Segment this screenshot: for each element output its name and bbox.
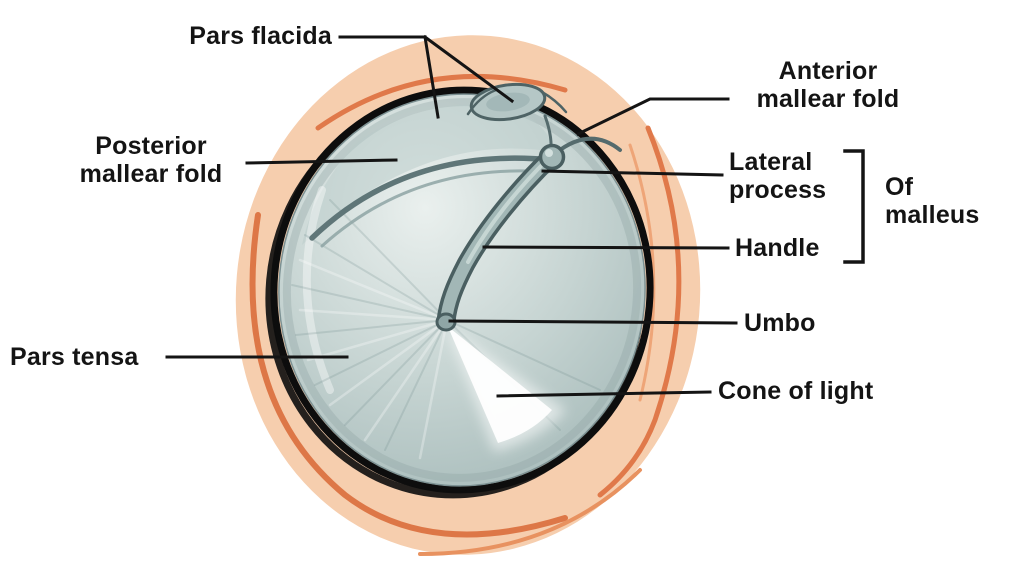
label-handle: Handle	[735, 234, 820, 262]
leader-umbo	[448, 319, 738, 325]
pars-flaccida-folds	[466, 88, 568, 116]
label-lateral-process: Lateral process	[729, 148, 827, 204]
leader-pars-flacida	[338, 34, 515, 119]
label-of-malleus: Of malleus	[885, 173, 980, 229]
of-malleus-bracket	[843, 149, 865, 264]
label-pars-tensa: Pars tensa	[10, 343, 139, 371]
label-posterior-mallear-fold: Posterior mallear fold	[79, 132, 223, 188]
label-pars-flacida: Pars flacida	[189, 22, 332, 50]
leader-posterior-mallear-fold	[245, 158, 398, 165]
label-anterior-mallear-fold: Anterior mallear fold	[756, 57, 900, 113]
posterior-mallear-fold-line	[309, 155, 555, 248]
leader-handle	[482, 245, 730, 250]
malleus-handle	[436, 147, 561, 331]
leader-anterior-mallear-fold	[575, 97, 730, 137]
leader-lateral-process	[541, 169, 724, 177]
lateral-process-knob	[538, 143, 566, 171]
cone-of-light	[447, 327, 566, 452]
label-umbo: Umbo	[744, 309, 816, 337]
label-cone-of-light: Cone of light	[718, 377, 874, 405]
leader-lines	[165, 34, 865, 398]
leader-cone-of-light	[496, 390, 712, 398]
